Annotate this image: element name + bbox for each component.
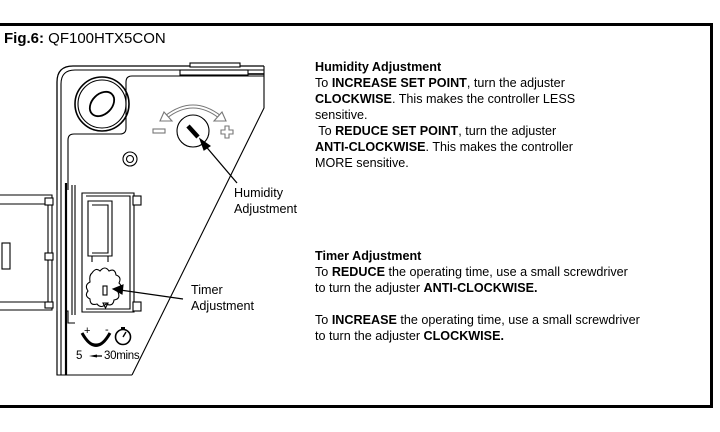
timer-heading: Timer Adjustment (315, 249, 422, 263)
timer-range-start: 5 (76, 350, 83, 362)
figure-label: Fig.6: (4, 30, 44, 47)
timer-p2-line1: To INCREASE the operating time, use a sm… (315, 313, 640, 327)
timer-dial-symbol (80, 327, 132, 358)
timer-section: Timer Adjustment To REDUCE the operating… (315, 248, 640, 344)
humidity-p1-line3: sensitive. (315, 108, 368, 122)
humidity-callout-line2: Adjustment (234, 202, 297, 216)
timer-range-end: 30mins (104, 350, 140, 362)
humidity-p1-line1: To INCREASE SET POINT, turn the adjuster (315, 76, 565, 90)
timer-plus-sign: + (84, 325, 91, 337)
timer-callout-line2: Adjustment (191, 299, 254, 313)
timer-minus-sign: - (105, 324, 109, 336)
humidity-heading: Humidity Adjustment (315, 60, 442, 74)
model-number: QF100HTX5CON (48, 30, 166, 47)
humidity-callout-line1: Humidity (234, 186, 283, 200)
controller-diagram (0, 62, 265, 376)
humidity-section: Humidity Adjustment To INCREASE SET POIN… (315, 59, 575, 171)
humidity-p1-line2: CLOCKWISE. This makes the controller LES… (315, 92, 576, 106)
humidity-p2-line3: MORE sensitive. (315, 156, 409, 170)
timer-p1-line2: to turn the adjuster ANTI-CLOCKWISE. (315, 281, 538, 295)
humidity-p2-line2: ANTI-CLOCKWISE. This makes the controlle… (315, 140, 574, 154)
figure-frame (0, 23, 713, 408)
figure-title: Fig.6: QF100HTX5CON (4, 30, 166, 48)
humidity-p2-line1: To REDUCE SET POINT, turn the adjuster (315, 124, 557, 138)
timer-callout-line1: Timer (191, 283, 223, 297)
timer-p2-line2: to turn the adjuster CLOCKWISE. (315, 329, 504, 343)
timer-p1-line1: To REDUCE the operating time, use a smal… (315, 265, 628, 279)
